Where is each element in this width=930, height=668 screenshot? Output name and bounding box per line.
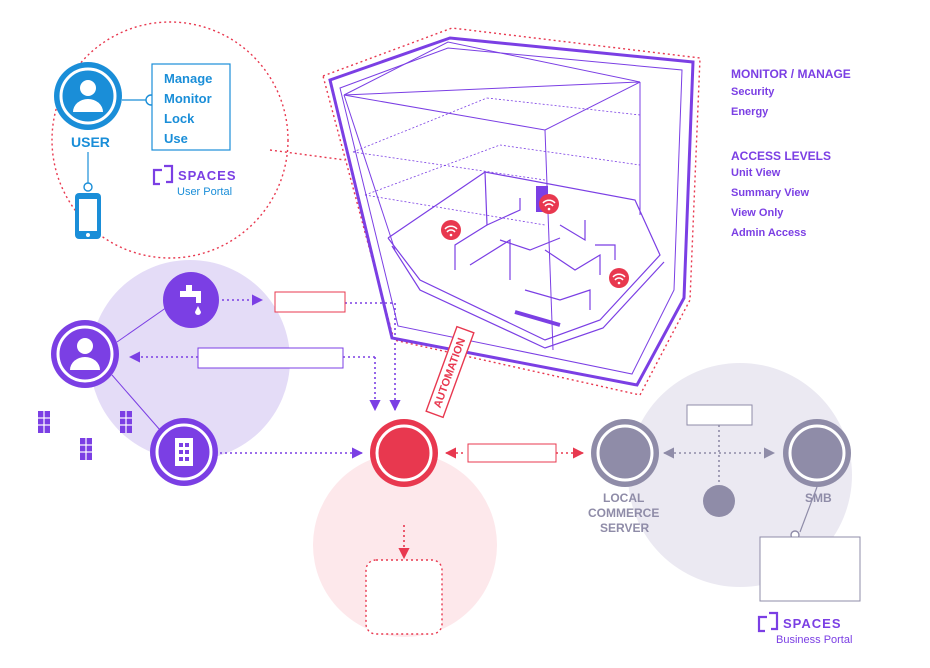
local-server-label-line1: LOCAL (603, 491, 645, 505)
user-menu-box (151, 63, 231, 151)
monitor-item-security: Security (731, 86, 775, 98)
business-portal-box (759, 536, 861, 602)
user-portal-caption: User Portal (177, 186, 233, 198)
access-item-summary-view: Summary View (731, 187, 810, 199)
smb-node[interactable] (783, 419, 851, 487)
user-portal-brand: SPACES (178, 168, 237, 183)
access-heading: ACCESS LEVELS (731, 149, 832, 163)
phone-icon (75, 193, 101, 239)
menu-item-monitor[interactable]: Monitor (164, 91, 212, 106)
faucet-data-box (274, 291, 346, 313)
wifi-icon (441, 220, 461, 240)
commerce-data-box (686, 404, 753, 426)
local-server-label-line3: SERVER (600, 521, 650, 535)
local-commerce-server-node[interactable] (591, 419, 659, 487)
spaces-logo-icon (757, 611, 779, 633)
server-link-box (467, 443, 557, 463)
building-node[interactable] (150, 418, 218, 486)
monitor-item-energy: Energy (731, 106, 769, 118)
access-item-admin-access: Admin Access (731, 227, 807, 239)
monitor-heading: MONITOR / MANAGE (731, 67, 851, 81)
wifi-icon (539, 194, 559, 214)
hub-dot (703, 485, 735, 517)
faucet-node[interactable] (163, 272, 219, 328)
wifi-icon (609, 268, 629, 288)
business-portal-brand: SPACES (783, 616, 842, 631)
menu-item-lock[interactable]: Lock (164, 111, 195, 126)
building-wireframe (328, 36, 695, 387)
resident-node[interactable] (51, 320, 119, 388)
smb-label: SMB (805, 491, 832, 505)
menu-item-manage[interactable]: Manage (164, 71, 213, 86)
local-server-label-line2: COMMERCE (588, 506, 660, 520)
user-label: USER (71, 134, 110, 150)
residential-zone (90, 260, 290, 460)
access-item-view-only: View Only (731, 207, 784, 219)
menu-item-use[interactable]: Use (164, 131, 188, 146)
building-dotted-outline (322, 27, 701, 396)
business-portal-caption: Business Portal (776, 634, 853, 646)
access-item-unit-view: Unit View (731, 167, 781, 179)
resident-data-box (197, 347, 344, 369)
spaces-logo-icon (152, 164, 174, 186)
user-node[interactable] (54, 62, 122, 130)
automation-hub-node[interactable] (370, 419, 438, 487)
automation-output-box (365, 559, 443, 635)
automation-zone (313, 453, 497, 637)
